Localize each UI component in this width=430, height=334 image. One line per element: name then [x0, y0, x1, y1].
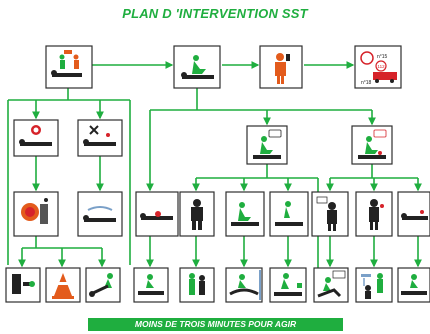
- badge-112: 112: [377, 64, 385, 69]
- cut-icon: [89, 125, 99, 135]
- victim-icon: [365, 291, 371, 299]
- victim-icon: [401, 291, 427, 295]
- box-evacuate: [85, 267, 121, 303]
- box-examine-speech: [246, 125, 288, 165]
- diagram-title: PLAN D 'INTERVENTION SST: [122, 6, 308, 21]
- box-fire-explosion: [13, 191, 59, 237]
- caller-icon: [276, 53, 284, 61]
- box-back-blows: [179, 267, 215, 303]
- box-bleeding-victim: [135, 191, 179, 237]
- box-unconscious-breathing: [225, 191, 265, 237]
- victim-icon: [402, 216, 428, 220]
- rescuer-icon: [377, 279, 383, 293]
- box-cpr-defib: [269, 267, 307, 303]
- box-compress-wound: [133, 267, 169, 303]
- box-electric-hazard: [13, 119, 59, 157]
- victim-icon: [358, 155, 386, 159]
- victim-icon: [141, 216, 173, 220]
- choking-person-icon: [193, 199, 201, 207]
- speech-bubble-icon: [268, 129, 282, 138]
- connectors: [7, 61, 422, 300]
- box-mechanical-hazard: [77, 119, 123, 157]
- gas-bottle-icon: [40, 204, 48, 224]
- water-tap-icon: [361, 274, 371, 277]
- rescuer-icon: [238, 208, 251, 221]
- box-protect: [45, 45, 93, 89]
- box-rest-position: [313, 267, 349, 303]
- rescuer-icon: [260, 142, 273, 154]
- box-cut-power: [5, 267, 41, 303]
- victim-icon: [138, 291, 164, 295]
- cpr-rescuer-icon: [281, 279, 289, 289]
- box-alert: [259, 45, 303, 89]
- box-trauma: [397, 191, 430, 237]
- speech-bubble-icon: [332, 270, 346, 279]
- standing-person-icon: [327, 210, 337, 224]
- badge-n18: n°18: [361, 80, 372, 86]
- box-immobilize: [397, 267, 430, 303]
- bleeding-icon: [155, 211, 161, 217]
- victim-icon: [317, 288, 342, 298]
- rescuer-icon: [410, 280, 418, 288]
- box-cardiac-arrest: [269, 191, 309, 237]
- victim-icon: [182, 75, 214, 79]
- badge-n15: n°15: [377, 54, 388, 60]
- victim-icon: [199, 281, 205, 295]
- box-examine: [173, 45, 221, 89]
- standing-person-icon: [369, 207, 379, 222]
- footer-banner: MOINS DE TROIS MINUTES POUR AGIR: [88, 318, 343, 331]
- victim-icon: [20, 142, 52, 146]
- victim-icon: [231, 222, 259, 226]
- victim-icon: [84, 142, 116, 146]
- box-cool-burn: [355, 267, 393, 303]
- box-examine-bleeding: [351, 125, 393, 165]
- rescuer-icon: [365, 142, 378, 154]
- victim-icon: [84, 218, 116, 222]
- rescuer-icon: [189, 279, 195, 295]
- box-burn: [355, 191, 393, 237]
- switch-icon: [12, 274, 21, 294]
- box-emergency-services: n°15 112 n°18: [354, 45, 402, 89]
- box-malaise: [311, 191, 349, 237]
- speech-bubble-icon: [316, 196, 328, 204]
- witness-icon: [73, 54, 79, 60]
- box-recovery-position: [225, 267, 263, 303]
- speech-bubble-icon: [373, 129, 387, 138]
- rescuer-icon: [59, 54, 65, 60]
- box-choking-victim: [179, 191, 215, 237]
- fumes-icon: [87, 206, 113, 211]
- rescuer-icon: [323, 283, 331, 291]
- rescuer-kneeling-icon: [193, 55, 199, 61]
- victim-icon: [274, 292, 302, 296]
- rescuer-icon: [238, 280, 246, 288]
- defibrillator-icon: [297, 283, 302, 288]
- victim-icon: [229, 288, 259, 296]
- victim-icon: [52, 73, 82, 77]
- fire-truck-icon: [373, 72, 397, 80]
- cpr-rescuer-icon: [284, 207, 290, 218]
- samu-icon: [360, 51, 374, 65]
- victim-icon: [253, 155, 281, 159]
- emergency-112-icon: [375, 60, 387, 72]
- rescuer-icon: [146, 280, 154, 288]
- warning-sign-icon: [64, 50, 72, 54]
- box-toxic-hazard: [77, 191, 123, 237]
- victim-icon: [275, 222, 303, 226]
- phone-icon: [286, 54, 290, 61]
- box-mark-zone: [45, 267, 81, 303]
